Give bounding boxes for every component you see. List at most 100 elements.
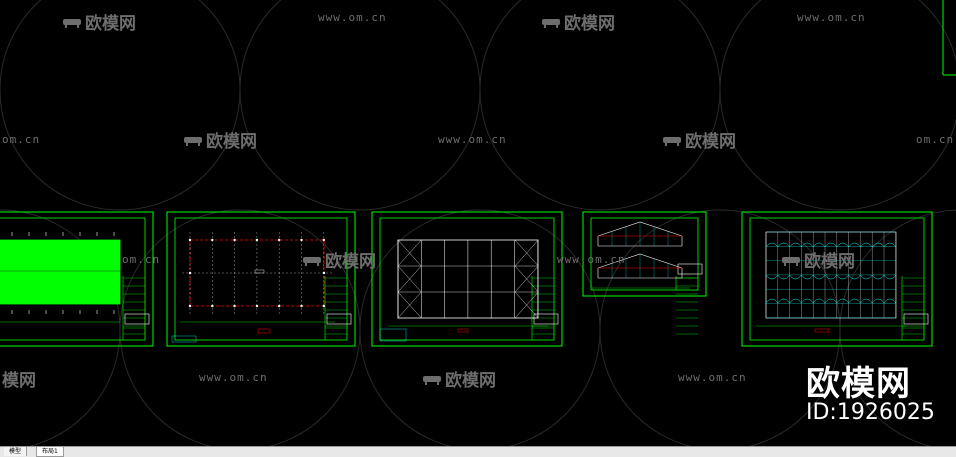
sheet-5-arc	[848, 242, 861, 248]
watermark-url: www.om.cn	[557, 253, 626, 266]
layout-tab-bar: 模型 布局1	[0, 446, 956, 457]
sheet-5-arc	[789, 274, 802, 280]
sheet-5-arc	[777, 242, 790, 248]
watermark-logo: 欧模网	[62, 9, 136, 34]
watermark-url: www.om.cn	[678, 371, 747, 384]
cad-model-space[interactable]: 欧模网 www.om.cn 欧模网 www.om.cn om.cn 欧模网 ww…	[0, 0, 956, 446]
watermark-logo: 欧模网	[662, 127, 736, 152]
sheet-4-titleblock-stamp	[677, 263, 703, 275]
watermark-arc	[599, 209, 841, 446]
watermark-arc	[839, 209, 956, 446]
sheet-2-column-marker	[255, 304, 259, 308]
watermark-arc	[239, 0, 481, 211]
watermark-logo: 模网	[2, 371, 36, 391]
sheet-5-titleblock-stamp	[903, 313, 929, 325]
sheet-5-arc	[812, 298, 826, 304]
sheet-5-inner-frame	[749, 217, 925, 341]
sheet-5-arc	[824, 298, 838, 304]
sheet-5-arc	[836, 298, 849, 304]
sheet-4-inner-frame	[590, 217, 699, 291]
sheet-5-arc	[765, 242, 779, 248]
sheet-2-legend	[171, 335, 197, 343]
sheet-1-inner-frame	[0, 217, 146, 341]
tab-model[interactable]: 模型	[4, 447, 28, 456]
sheet-5-outer-frame	[741, 211, 933, 347]
watermark-logo: 欧模网	[183, 127, 257, 152]
sheet-3-legend	[379, 328, 407, 342]
sheet-2-inner-frame	[174, 217, 348, 341]
sheet-5-arc	[765, 274, 779, 280]
sheet-2-column-marker	[255, 238, 259, 242]
sheet-5-arc	[871, 242, 885, 248]
sheet-2-column-marker	[211, 304, 214, 308]
sheet-3-bracing	[514, 265, 539, 293]
sheet-5-arc	[777, 274, 790, 280]
sheet-2-column-marker	[233, 238, 236, 242]
sheet-3-outer-frame	[371, 211, 563, 347]
sheet-2-titleblock-stamp	[326, 313, 352, 325]
sheet-5-arc	[860, 242, 873, 248]
sheet-2-column-marker	[300, 304, 303, 308]
watermark-arc	[359, 209, 601, 446]
sheet-2-title-mark	[257, 328, 271, 334]
sheet-5-arc	[789, 242, 802, 248]
cad-drawing-area[interactable]	[0, 0, 956, 446]
sheet-5-arc	[883, 298, 897, 304]
sheet-2-column-marker	[322, 271, 326, 275]
sheet-4-elevation-b-roof	[597, 253, 683, 269]
sheet-5-arc	[848, 274, 861, 280]
sheet-3-bracing	[397, 265, 422, 293]
sheet-5-arc	[848, 298, 861, 304]
sheet-5-arc	[765, 298, 779, 304]
stamp-brand: 欧模网	[806, 364, 911, 404]
watermark-url: www.om.cn	[199, 371, 268, 384]
sheet-4-elevation-a-roof	[597, 221, 683, 237]
watermark-url: www.om.cn	[438, 133, 507, 146]
sheet-3-bracing	[514, 291, 539, 319]
sheet-3-inner-frame	[379, 217, 555, 341]
sheet-5-arc	[801, 298, 814, 304]
stamp-id: ID:1926025	[806, 400, 935, 425]
sheet-3-bracing	[397, 291, 422, 319]
watermark-arc	[119, 209, 361, 446]
sofa-icon	[782, 256, 800, 266]
sheet-2-column-marker	[188, 238, 192, 242]
watermark-url: om.cn	[2, 133, 41, 146]
sheet-2-column-marker	[188, 304, 192, 308]
sheet-3-title-mark	[457, 328, 469, 333]
sheet-5-arc	[836, 242, 849, 248]
sheet-5-arc	[883, 274, 897, 280]
sheet-3-bracing	[514, 239, 539, 267]
sheet-2-outer-frame	[166, 211, 356, 347]
sheet-5-arc	[777, 298, 790, 304]
sheet-5-arc	[812, 274, 826, 280]
sheet-5-arc	[801, 274, 814, 280]
sheet-1-outer-frame	[0, 211, 154, 347]
sheet-2-column-marker	[322, 304, 325, 308]
watermark-logo: 欧模网	[541, 9, 615, 34]
sheet-2-column-marker	[322, 238, 325, 242]
sheet-2-column-marker	[188, 271, 192, 275]
watermark-arc	[0, 209, 121, 446]
sheet-5-arc	[801, 242, 814, 248]
sheet-5-arc	[812, 242, 826, 248]
sheet-3-bracing	[397, 239, 422, 267]
watermark-logo: 欧模网	[302, 247, 376, 272]
sheet-2-column-marker	[278, 304, 281, 308]
sheet-5-arc	[789, 298, 802, 304]
sheet-5-arc	[860, 298, 873, 304]
watermark-url: om.cn	[916, 133, 955, 146]
sheet-2-column-marker	[278, 238, 281, 242]
sheet-2-column-marker	[300, 238, 303, 242]
watermark-url: om.cn	[122, 253, 161, 266]
sofa-icon	[542, 18, 560, 28]
sheet-2-column-marker	[233, 304, 236, 308]
sheet-3-titleblock-stamp	[533, 313, 559, 325]
sheet-5-arc	[836, 274, 849, 280]
watermark-url: www.om.cn	[797, 11, 866, 24]
sheet-1-filled-plan	[0, 239, 121, 305]
sheet-2-label-block	[254, 269, 265, 274]
sheet-5-title-mark	[814, 328, 830, 333]
sofa-icon	[663, 136, 681, 146]
sofa-icon	[423, 375, 441, 385]
